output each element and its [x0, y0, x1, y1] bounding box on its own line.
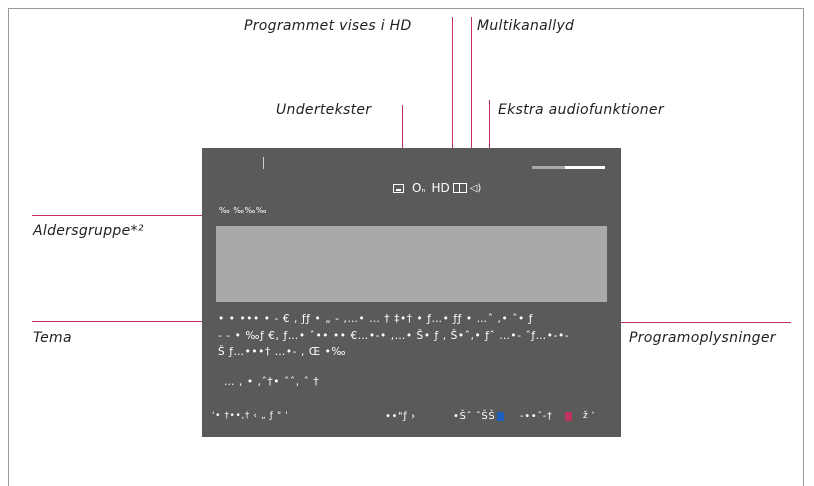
blue-button-icon	[497, 412, 504, 421]
theme-callout-label: Tema	[33, 330, 72, 346]
bottom-right-text-1: •Šˆ ˆŠŠ	[453, 411, 496, 422]
bottom-right-text-2: -••ˆ-†	[520, 411, 553, 422]
theme-callout-line	[32, 321, 218, 322]
red-button-icon	[565, 412, 572, 421]
hd-callout-label: Programmet vises i HD	[244, 18, 412, 34]
program-icons: Oₙ HD ◁)	[393, 181, 481, 195]
bottom-right-text-3: ž '	[583, 411, 595, 421]
bottom-mid-text: ••"ƒ ›	[385, 411, 416, 422]
hd-callout-line	[452, 17, 453, 181]
subtitles-callout-label: Undertekster	[276, 102, 372, 118]
preview-area	[216, 226, 607, 302]
hd-icon: HD	[431, 181, 450, 195]
progress-bar-remaining	[532, 166, 565, 169]
age-rating-text: ‰ ‰‰‰	[219, 206, 267, 215]
info-line-4: … , • ,ˆ†• ˆˆ, ˆ †	[224, 376, 320, 388]
age-group-callout-label: Aldersgruppe*²	[33, 223, 144, 239]
progress-bar-elapsed	[565, 166, 605, 169]
key-icon: Oₙ	[412, 181, 426, 195]
multichannel-icon	[452, 183, 467, 193]
extra-audio-callout-line	[489, 100, 490, 180]
program-info-callout-label: Programoplysninger	[629, 330, 776, 346]
extra-audio-callout-label: Ekstra audiofunktioner	[498, 102, 664, 118]
info-line-3: Š ƒ…•••† …•- , Œ •‰	[218, 346, 347, 358]
header-separator	[263, 157, 264, 169]
multichannel-callout-label: Multikanallyd	[477, 18, 575, 34]
bottom-left-text: '• †••,† ‹ „ ƒ " '	[212, 411, 289, 421]
program-info-callout-line	[614, 322, 791, 323]
age-group-callout-line	[32, 215, 268, 216]
multichannel-callout-line	[471, 17, 472, 181]
diagram-frame	[8, 8, 804, 486]
speaker-icon: ◁)	[469, 182, 482, 194]
subtitles-callout-line	[402, 105, 403, 181]
subtitles-icon	[393, 183, 404, 193]
info-line-2: - - • ‰ƒ €, ƒ…• ˆ•• •• €…•-• ,…• Š• ƒ , …	[218, 330, 570, 342]
info-line-1: • • ••• • - € , ƒƒ • „ - ,…• … † ‡•† • ƒ…	[218, 313, 534, 325]
